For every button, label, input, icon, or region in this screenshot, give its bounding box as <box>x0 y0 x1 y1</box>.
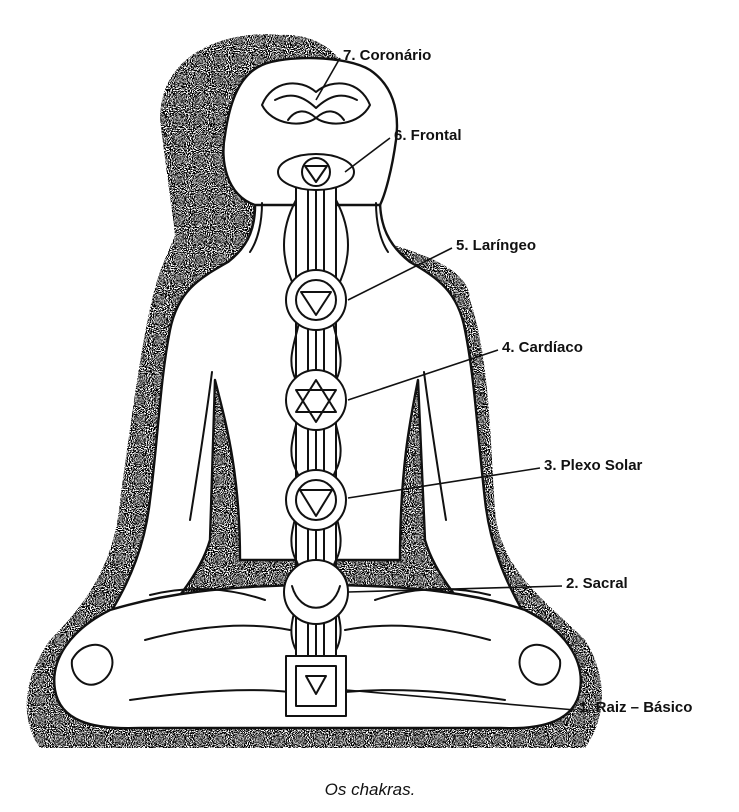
label-brow: 6. Frontal <box>394 127 462 144</box>
chakra-heart <box>286 370 346 430</box>
chakra-brow <box>278 154 354 190</box>
left-hand <box>72 645 113 685</box>
chakra-root <box>286 656 346 716</box>
chakra-throat <box>286 270 346 330</box>
figure-caption: Os chakras. <box>325 780 416 799</box>
label-heart: 4. Cardíaco <box>502 339 583 356</box>
label-solar: 3. Plexo Solar <box>544 457 643 474</box>
label-crown: 7. Coronário <box>343 47 431 64</box>
label-sacral: 2. Sacral <box>566 575 628 592</box>
chakra-sacral <box>284 560 348 624</box>
label-throat: 5. Laríngeo <box>456 237 536 254</box>
right-hand <box>520 645 561 685</box>
label-root: 1. Raiz – Básico <box>579 699 692 716</box>
chakra-solar <box>286 470 346 530</box>
